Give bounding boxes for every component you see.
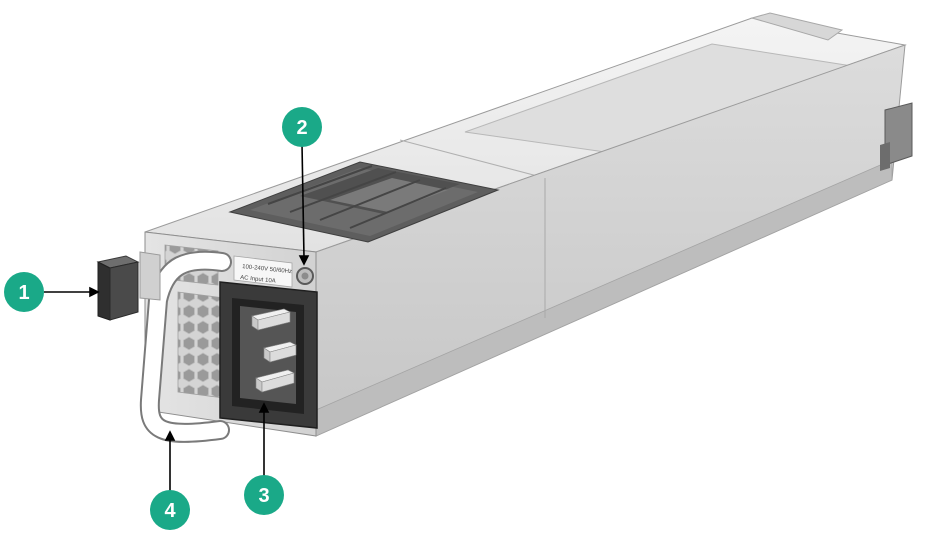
ac-power-inlet — [219, 281, 318, 429]
callout-1: 1 — [4, 272, 44, 312]
leader-line-2 — [301, 143, 305, 259]
leader-lines — [44, 143, 310, 492]
inlet-pin-top — [251, 308, 291, 331]
callout-2: 2 — [282, 107, 322, 147]
front-vent-lower — [177, 291, 225, 399]
status-led — [296, 267, 314, 285]
callout-2-number: 2 — [296, 117, 307, 139]
callout-4-number: 4 — [164, 500, 176, 522]
callout-3-number: 3 — [258, 485, 269, 507]
release-latch — [96, 251, 161, 321]
callout-3: 3 — [244, 475, 284, 515]
callout-4: 4 — [150, 490, 190, 530]
inlet-pin-middle — [263, 341, 297, 363]
rating-label-plate: 100-240V 50/60Hz AC Input 10A — [233, 255, 293, 288]
label-line-2: AC Input 10A — [240, 275, 276, 285]
label-line-1: 100-240V 50/60Hz — [242, 264, 292, 275]
psu-handle — [139, 250, 232, 443]
inlet-pin-bottom — [255, 369, 295, 393]
fan-grille — [228, 161, 500, 243]
callout-1-number: 1 — [18, 282, 29, 304]
